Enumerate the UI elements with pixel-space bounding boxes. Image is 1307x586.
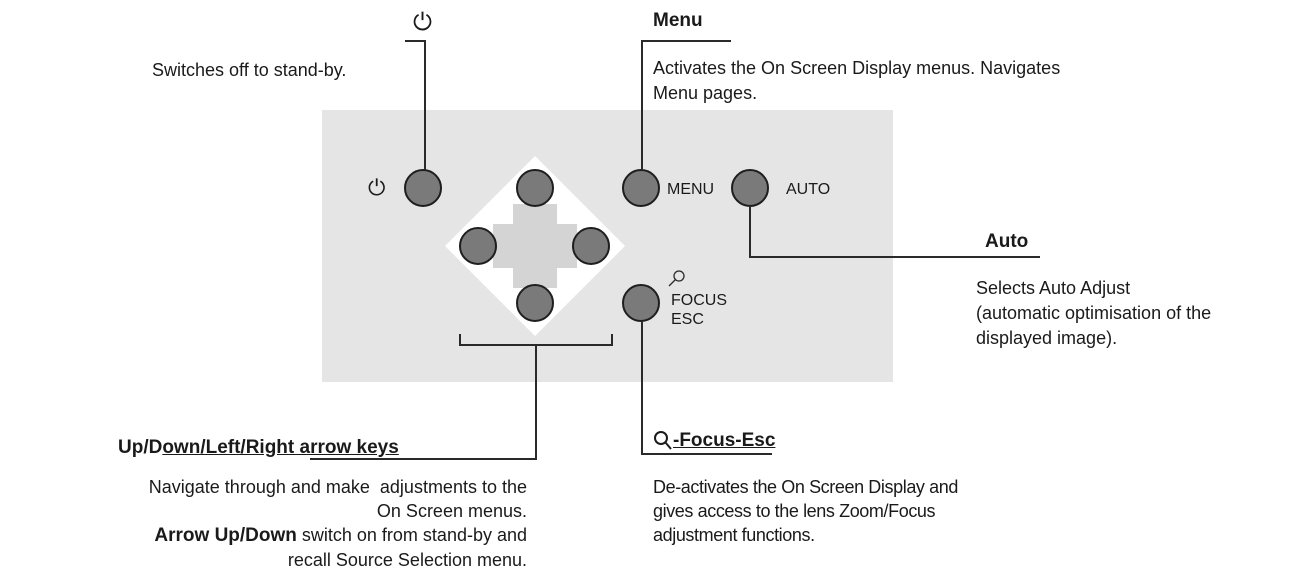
arrows-leader-vertical xyxy=(535,344,537,460)
menu-panel-label: MENU xyxy=(667,181,715,198)
auto-callout-line1: Selects Auto Adjust xyxy=(976,278,1131,298)
arrows-title-underline xyxy=(310,458,537,460)
auto-button[interactable] xyxy=(731,169,769,207)
arrow-keypad-backdrop xyxy=(445,156,625,336)
focus-leader-horizontal xyxy=(641,453,772,455)
menu-button[interactable] xyxy=(622,169,660,207)
arrow-down-button[interactable] xyxy=(516,284,554,322)
power-callout-icon: ⏻ xyxy=(413,9,432,36)
auto-leader-horizontal xyxy=(749,256,1040,258)
focus-callout-magnifier-icon xyxy=(654,431,672,450)
auto-leader-vertical xyxy=(749,206,751,258)
arrow-right-button[interactable] xyxy=(572,227,610,265)
auto-callout-title: Auto xyxy=(985,231,1029,252)
power-leader-horizontal xyxy=(405,40,425,42)
menu-callout-title: Menu xyxy=(653,10,703,31)
power-callout-description: Switches off to stand-by. xyxy=(152,60,347,80)
arrows-line3-bold: Arrow Up/Down xyxy=(154,525,297,546)
arrows-title-underlined: own/Left/Right arrow keys xyxy=(162,437,399,458)
menu-callout-line1: Activates the On Screen Display menus. N… xyxy=(653,58,1061,78)
power-leader-vertical xyxy=(424,40,426,170)
arrows-callout-line4: recall Source Selection menu. xyxy=(287,550,527,570)
auto-callout-line2: (automatic optimisation of the xyxy=(976,303,1212,323)
focus-callout-line3: adjustment functions. xyxy=(653,525,815,545)
menu-callout-line2: Menu pages. xyxy=(653,83,758,103)
auto-callout-line3: displayed image). xyxy=(976,328,1118,348)
arrows-title-prefix: Up/D xyxy=(118,437,163,458)
power-button[interactable] xyxy=(404,169,442,207)
arrow-up-button[interactable] xyxy=(516,169,554,207)
esc-panel-label: ESC xyxy=(671,311,704,328)
arrows-bracket-right xyxy=(611,334,613,345)
focus-panel-label: FOCUS xyxy=(671,292,727,309)
arrows-callout-line3: Arrow Up/Down switch on from stand-by an… xyxy=(0,524,527,547)
arrows-callout-line2: On Screen menus. xyxy=(376,501,527,521)
arrow-left-button[interactable] xyxy=(459,227,497,265)
menu-leader-vertical xyxy=(641,40,643,170)
arrows-bracket-left xyxy=(459,334,461,345)
auto-panel-label: AUTO xyxy=(786,181,831,198)
focus-callout-line2: gives access to the lens Zoom/Focus xyxy=(653,501,936,521)
focus-esc-button[interactable] xyxy=(622,284,660,322)
power-panel-icon: ⏻ xyxy=(368,175,386,200)
arrows-callout-line1: Navigate through and make adjustments to… xyxy=(148,477,527,497)
menu-leader-horizontal xyxy=(641,40,731,42)
focus-callout-line1: De-activates the On Screen Display and xyxy=(653,477,958,497)
magnifier-icon xyxy=(668,270,685,287)
focus-leader-vertical xyxy=(641,321,643,455)
focus-callout-title: -Focus-Esc xyxy=(673,430,776,451)
arrows-line3-rest: switch on from stand-by and xyxy=(296,525,527,545)
arrows-callout-title: Up/Down/Left/Right arrow keys xyxy=(118,437,399,459)
